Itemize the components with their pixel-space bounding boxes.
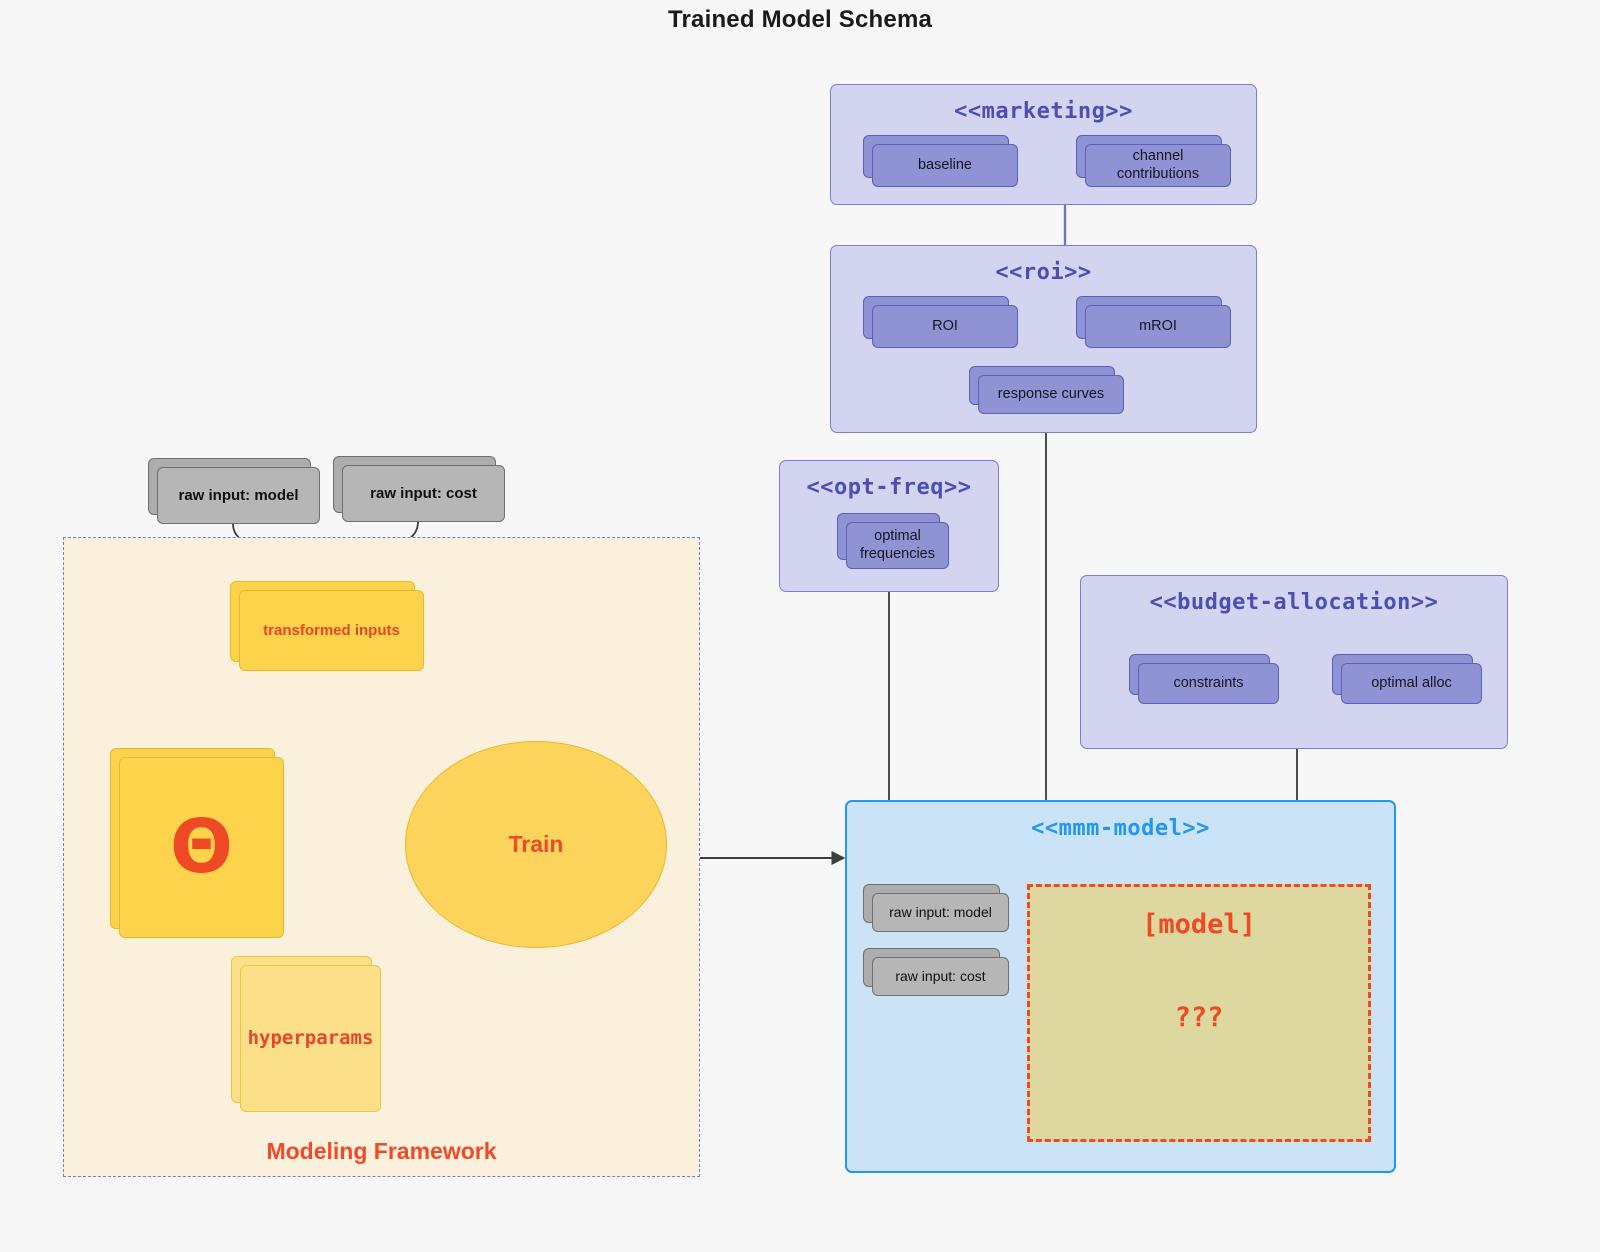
card-label: raw input: cost (872, 957, 1009, 996)
card-response-curves[interactable]: response curves (969, 366, 1124, 414)
card-label: constraints (1138, 663, 1279, 704)
modeling-framework-label: Modeling Framework (266, 1138, 497, 1164)
package-roi[interactable]: <<roi>> ROI mROI response curves (830, 245, 1257, 433)
package-marketing[interactable]: <<marketing>> baseline channel contribut… (830, 84, 1257, 205)
package-budget-allocation[interactable]: <<budget-allocation>> constraints optima… (1080, 575, 1508, 749)
package-marketing-title: <<marketing>> (954, 99, 1133, 124)
card-label: mROI (1085, 305, 1231, 348)
card-label: hyperparams (240, 965, 381, 1112)
card-mroi[interactable]: mROI (1076, 296, 1231, 348)
card-label: raw input: model (872, 893, 1009, 932)
package-mmm-model-title: <<mmm-model>> (1031, 816, 1210, 841)
model-region[interactable]: [model] ??? (1027, 884, 1371, 1142)
card-raw-input-model-external[interactable]: raw input: model (148, 458, 320, 524)
model-region-label: [model] (1142, 909, 1256, 940)
card-theta[interactable]: Θ (110, 748, 284, 938)
card-raw-input-model[interactable]: raw input: model (863, 884, 1009, 932)
card-raw-input-cost[interactable]: raw input: cost (863, 948, 1009, 996)
card-label: optimal alloc (1341, 663, 1482, 704)
card-constraints[interactable]: constraints (1129, 654, 1279, 704)
model-region-unknown: ??? (1174, 1002, 1224, 1033)
card-label: ROI (872, 305, 1018, 348)
card-transformed-inputs[interactable]: transformed inputs (230, 581, 424, 671)
package-budget-allocation-title: <<budget-allocation>> (1149, 590, 1439, 615)
package-opt-freq-title: <<opt-freq>> (806, 475, 972, 500)
package-mmm-model[interactable]: <<mmm-model>> raw input: model raw input… (845, 800, 1396, 1173)
package-opt-freq[interactable]: <<opt-freq>> optimal frequencies (779, 460, 999, 592)
card-label: transformed inputs (239, 590, 424, 671)
page-title: Trained Model Schema (667, 6, 933, 33)
card-label: baseline (872, 144, 1018, 187)
card-optimal-alloc[interactable]: optimal alloc (1332, 654, 1482, 704)
card-label: channel contributions (1085, 144, 1231, 187)
card-optimal-frequencies[interactable]: optimal frequencies (837, 513, 949, 569)
card-label: optimal frequencies (846, 522, 949, 569)
card-roi[interactable]: ROI (863, 296, 1018, 348)
card-hyperparams[interactable]: hyperparams (231, 956, 381, 1112)
card-label: raw input: cost (342, 465, 505, 522)
card-baseline[interactable]: baseline (863, 135, 1018, 187)
card-raw-input-cost-external[interactable]: raw input: cost (333, 456, 505, 522)
theta-symbol: Θ (119, 757, 284, 938)
card-channel-contributions[interactable]: channel contributions (1076, 135, 1231, 187)
train-node[interactable]: Train (405, 741, 667, 948)
card-label: response curves (978, 375, 1124, 414)
package-roi-title: <<roi>> (995, 260, 1092, 285)
train-label: Train (508, 831, 564, 857)
card-label: raw input: model (157, 467, 320, 524)
